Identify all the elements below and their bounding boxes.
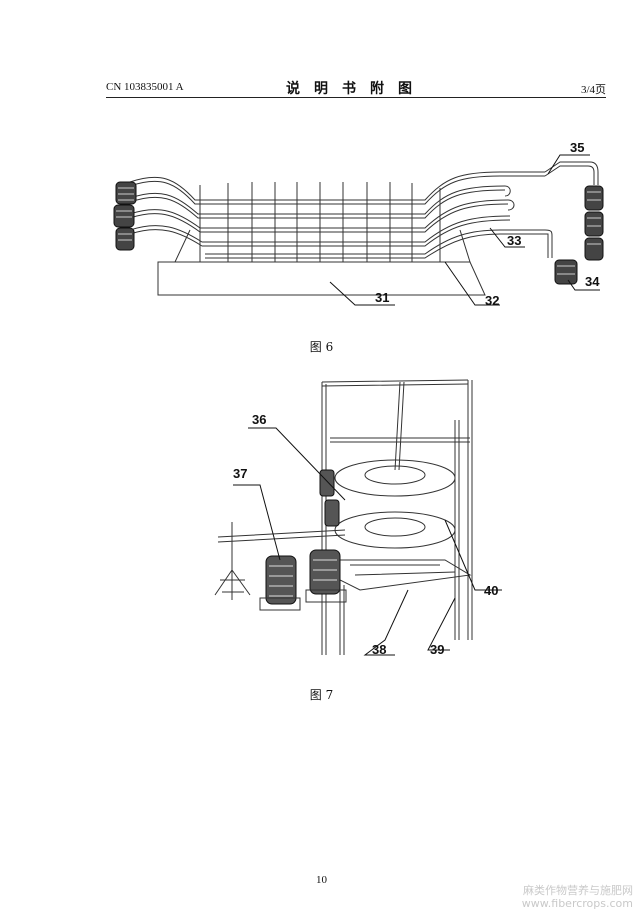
- label-34: 34: [585, 274, 600, 289]
- page-indicator: 3/4页: [580, 84, 606, 96]
- watermark-line-2: www.fibercrops.com: [521, 897, 633, 910]
- label-31: 31: [375, 290, 389, 305]
- page-header: CN 103835001 A 说明书附图 3/4页: [106, 78, 606, 98]
- section-title: 说明书附图: [286, 81, 426, 97]
- page-number: 10: [316, 874, 327, 886]
- figure-6-drawing: 31 32 33 34 35: [113, 140, 604, 308]
- label-40: 40: [484, 583, 498, 598]
- label-32: 32: [485, 293, 499, 308]
- label-33: 33: [507, 233, 521, 248]
- watermark-line-1: 麻类作物营养与施肥网: [523, 884, 633, 897]
- label-36: 36: [252, 412, 266, 427]
- patent-number: CN 103835001 A: [106, 81, 184, 93]
- label-35: 35: [570, 140, 584, 155]
- figure-7-drawing: 36 37 38 39 40: [214, 379, 502, 657]
- header-rule: [106, 97, 606, 98]
- label-38: 38: [372, 642, 386, 657]
- watermark: 麻类作物营养与施肥网 www.fibercrops.com: [522, 884, 633, 910]
- figure-7-caption: 图 7: [309, 688, 334, 702]
- label-37: 37: [233, 466, 247, 481]
- label-39: 39: [430, 642, 444, 657]
- figure-6-caption: 图 6: [309, 340, 334, 354]
